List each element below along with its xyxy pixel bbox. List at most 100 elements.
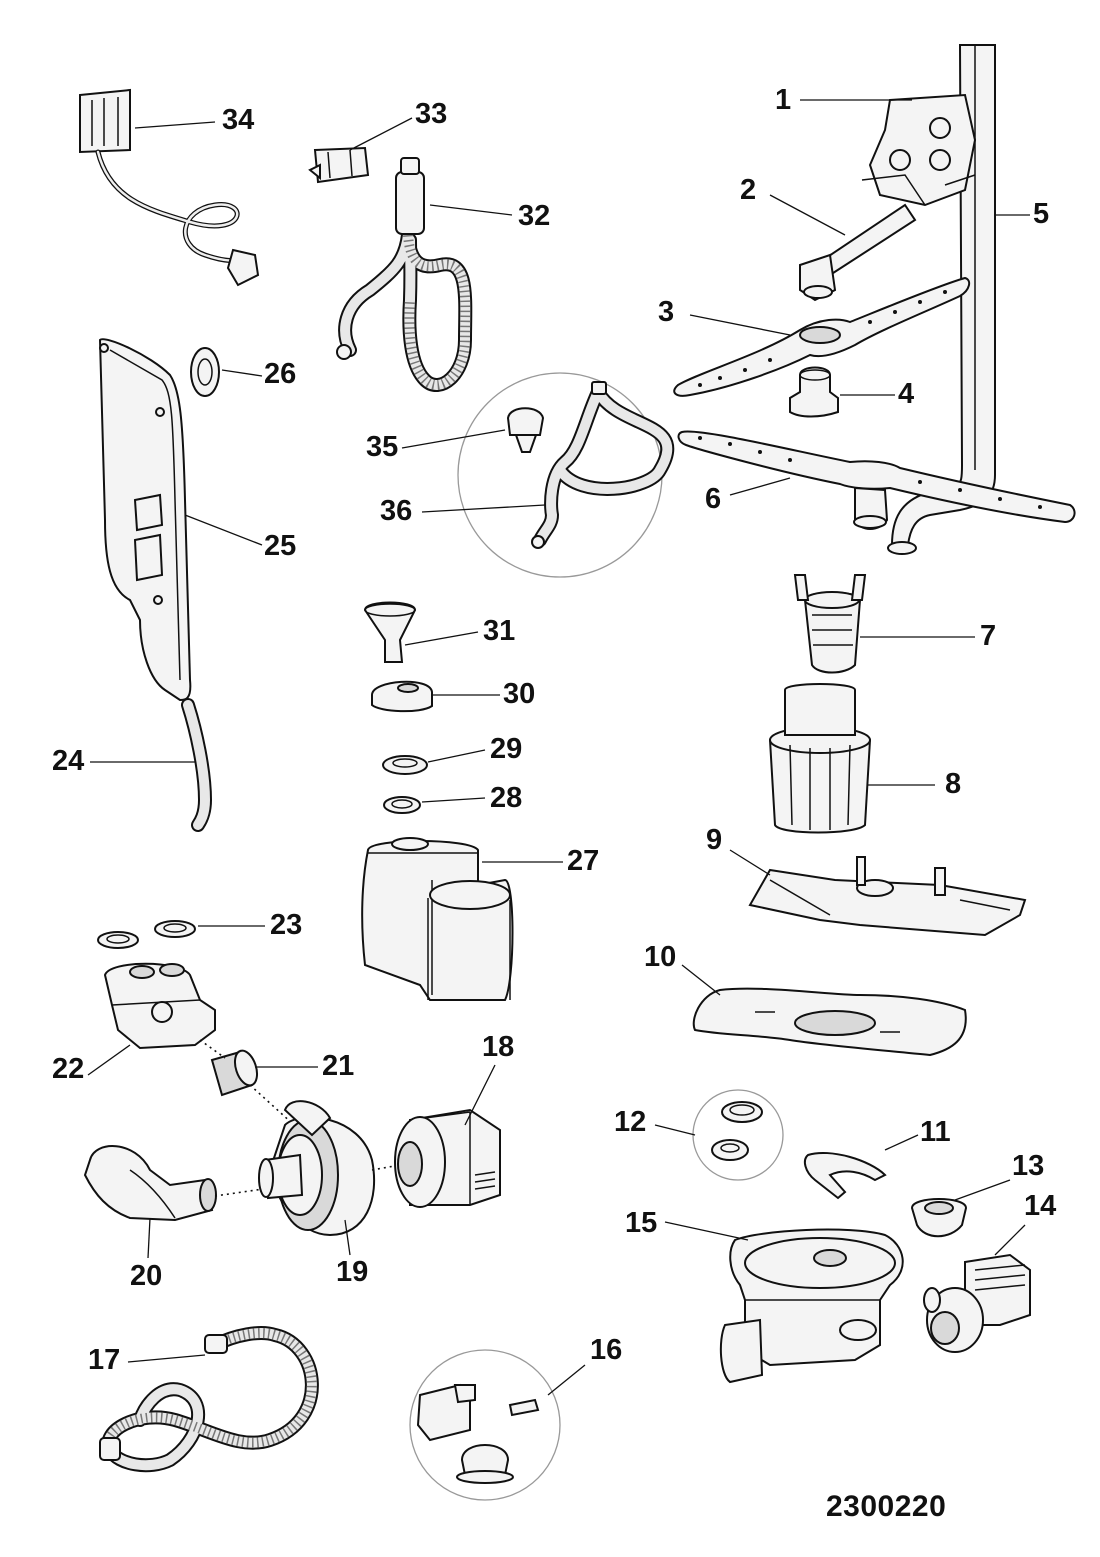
leader-2	[769, 194, 846, 236]
callout-28: 28	[490, 782, 523, 814]
callout-27: 27	[567, 845, 600, 877]
leader-31	[404, 631, 479, 646]
callout-25: 25	[264, 530, 297, 562]
part-27-salt-container	[361, 837, 514, 1001]
callout-8: 8	[945, 768, 962, 800]
callout-5: 5	[1033, 198, 1050, 230]
part-26-nut	[190, 347, 220, 397]
part-29-ring-nut	[382, 755, 428, 775]
callout-18: 18	[482, 1031, 515, 1063]
callout-9: 9	[706, 824, 723, 856]
callout-10: 10	[644, 941, 677, 973]
option-circle-16	[409, 1349, 561, 1501]
callout-4: 4	[898, 378, 915, 410]
part-20-elbow	[83, 1145, 217, 1222]
leader-33	[349, 117, 413, 151]
part-13-valve	[910, 1198, 968, 1238]
part-11-clamp	[803, 1151, 887, 1200]
leader-35	[401, 429, 506, 449]
callout-33: 33	[415, 98, 448, 130]
callout-36: 36	[380, 495, 413, 527]
part-30-cap	[371, 680, 433, 713]
part-22-valve-block	[103, 962, 216, 1050]
callout-2: 2	[740, 174, 757, 206]
callout-12: 12	[614, 1106, 647, 1138]
part-31-funnel	[363, 601, 417, 663]
leader-13	[954, 1179, 1011, 1201]
part-24-tube	[181, 698, 212, 832]
leader-lines	[87, 99, 1030, 1396]
leader-22	[87, 1044, 131, 1076]
leader-15	[664, 1221, 749, 1241]
leader-28	[421, 797, 486, 803]
callout-16: 16	[590, 1334, 623, 1366]
part-6-lower-spray-arm	[677, 430, 1076, 530]
callout-22: 22	[52, 1053, 85, 1085]
part-19-pump-housing	[258, 1100, 376, 1237]
callout-20: 20	[130, 1260, 163, 1292]
part-3-upper-spray-arm	[673, 276, 971, 397]
drawing-number: 2300220	[826, 1490, 947, 1523]
part-8-coarse-filter	[768, 683, 872, 834]
part-33-clip	[308, 146, 370, 184]
part-7-microfilter	[793, 574, 867, 674]
callout-3: 3	[658, 296, 675, 328]
leader-14	[994, 1224, 1026, 1256]
callout-23: 23	[270, 909, 303, 941]
leader-26	[221, 369, 263, 377]
leader-25	[184, 514, 263, 546]
part-34-power-cord	[79, 88, 260, 287]
leader-20	[147, 1217, 151, 1259]
callout-13: 13	[1012, 1150, 1045, 1182]
part-2-spray-tube	[799, 203, 917, 302]
callout-29: 29	[490, 733, 523, 765]
callout-34: 34	[222, 104, 255, 136]
part-25-side-panel	[98, 338, 192, 702]
callout-24: 24	[52, 745, 85, 777]
part-35-valve	[506, 407, 545, 453]
leader-16	[547, 1364, 586, 1396]
part-36-hose	[531, 381, 675, 549]
callout-30: 30	[503, 678, 536, 710]
callout-32: 32	[518, 200, 551, 232]
leader-3	[689, 314, 791, 336]
callout-6: 6	[705, 483, 722, 515]
leader-34	[134, 121, 216, 129]
part-9-filter-plate	[748, 856, 1027, 937]
part-4-nut	[789, 366, 839, 418]
part-18-motor	[394, 1108, 501, 1208]
leader-29	[427, 749, 486, 763]
callout-14: 14	[1024, 1190, 1057, 1222]
callout-17: 17	[88, 1344, 121, 1376]
part-12-valve-parts	[711, 1101, 763, 1161]
callout-26: 26	[264, 358, 297, 390]
part-16-float-switch	[416, 1383, 540, 1484]
part-28-seal	[383, 796, 421, 814]
leader-11	[884, 1134, 919, 1151]
part-17-drain-hose	[99, 1326, 319, 1473]
part-32-inlet-hose	[336, 157, 473, 392]
callout-19: 19	[336, 1256, 369, 1288]
leader-6	[729, 477, 791, 496]
leader-9	[729, 849, 771, 876]
callout-1: 1	[775, 84, 792, 116]
leader-17	[127, 1354, 206, 1363]
leader-32	[429, 204, 513, 216]
leader-19	[344, 1219, 351, 1256]
part-10-flat-filter	[692, 987, 967, 1057]
leader-10	[681, 964, 721, 996]
leader-12	[654, 1124, 696, 1136]
part-15-sump	[719, 1228, 904, 1384]
callout-11: 11	[920, 1116, 951, 1148]
part-21-sleeve	[210, 1049, 259, 1097]
callout-31: 31	[483, 615, 516, 647]
part-1-manifold	[861, 93, 977, 207]
callout-35: 35	[366, 431, 399, 463]
callout-21: 21	[322, 1050, 355, 1082]
callout-7: 7	[980, 620, 997, 652]
callout-15: 15	[625, 1207, 658, 1239]
part-23-seals	[97, 920, 196, 949]
part-14-drain-pump	[923, 1253, 1031, 1353]
